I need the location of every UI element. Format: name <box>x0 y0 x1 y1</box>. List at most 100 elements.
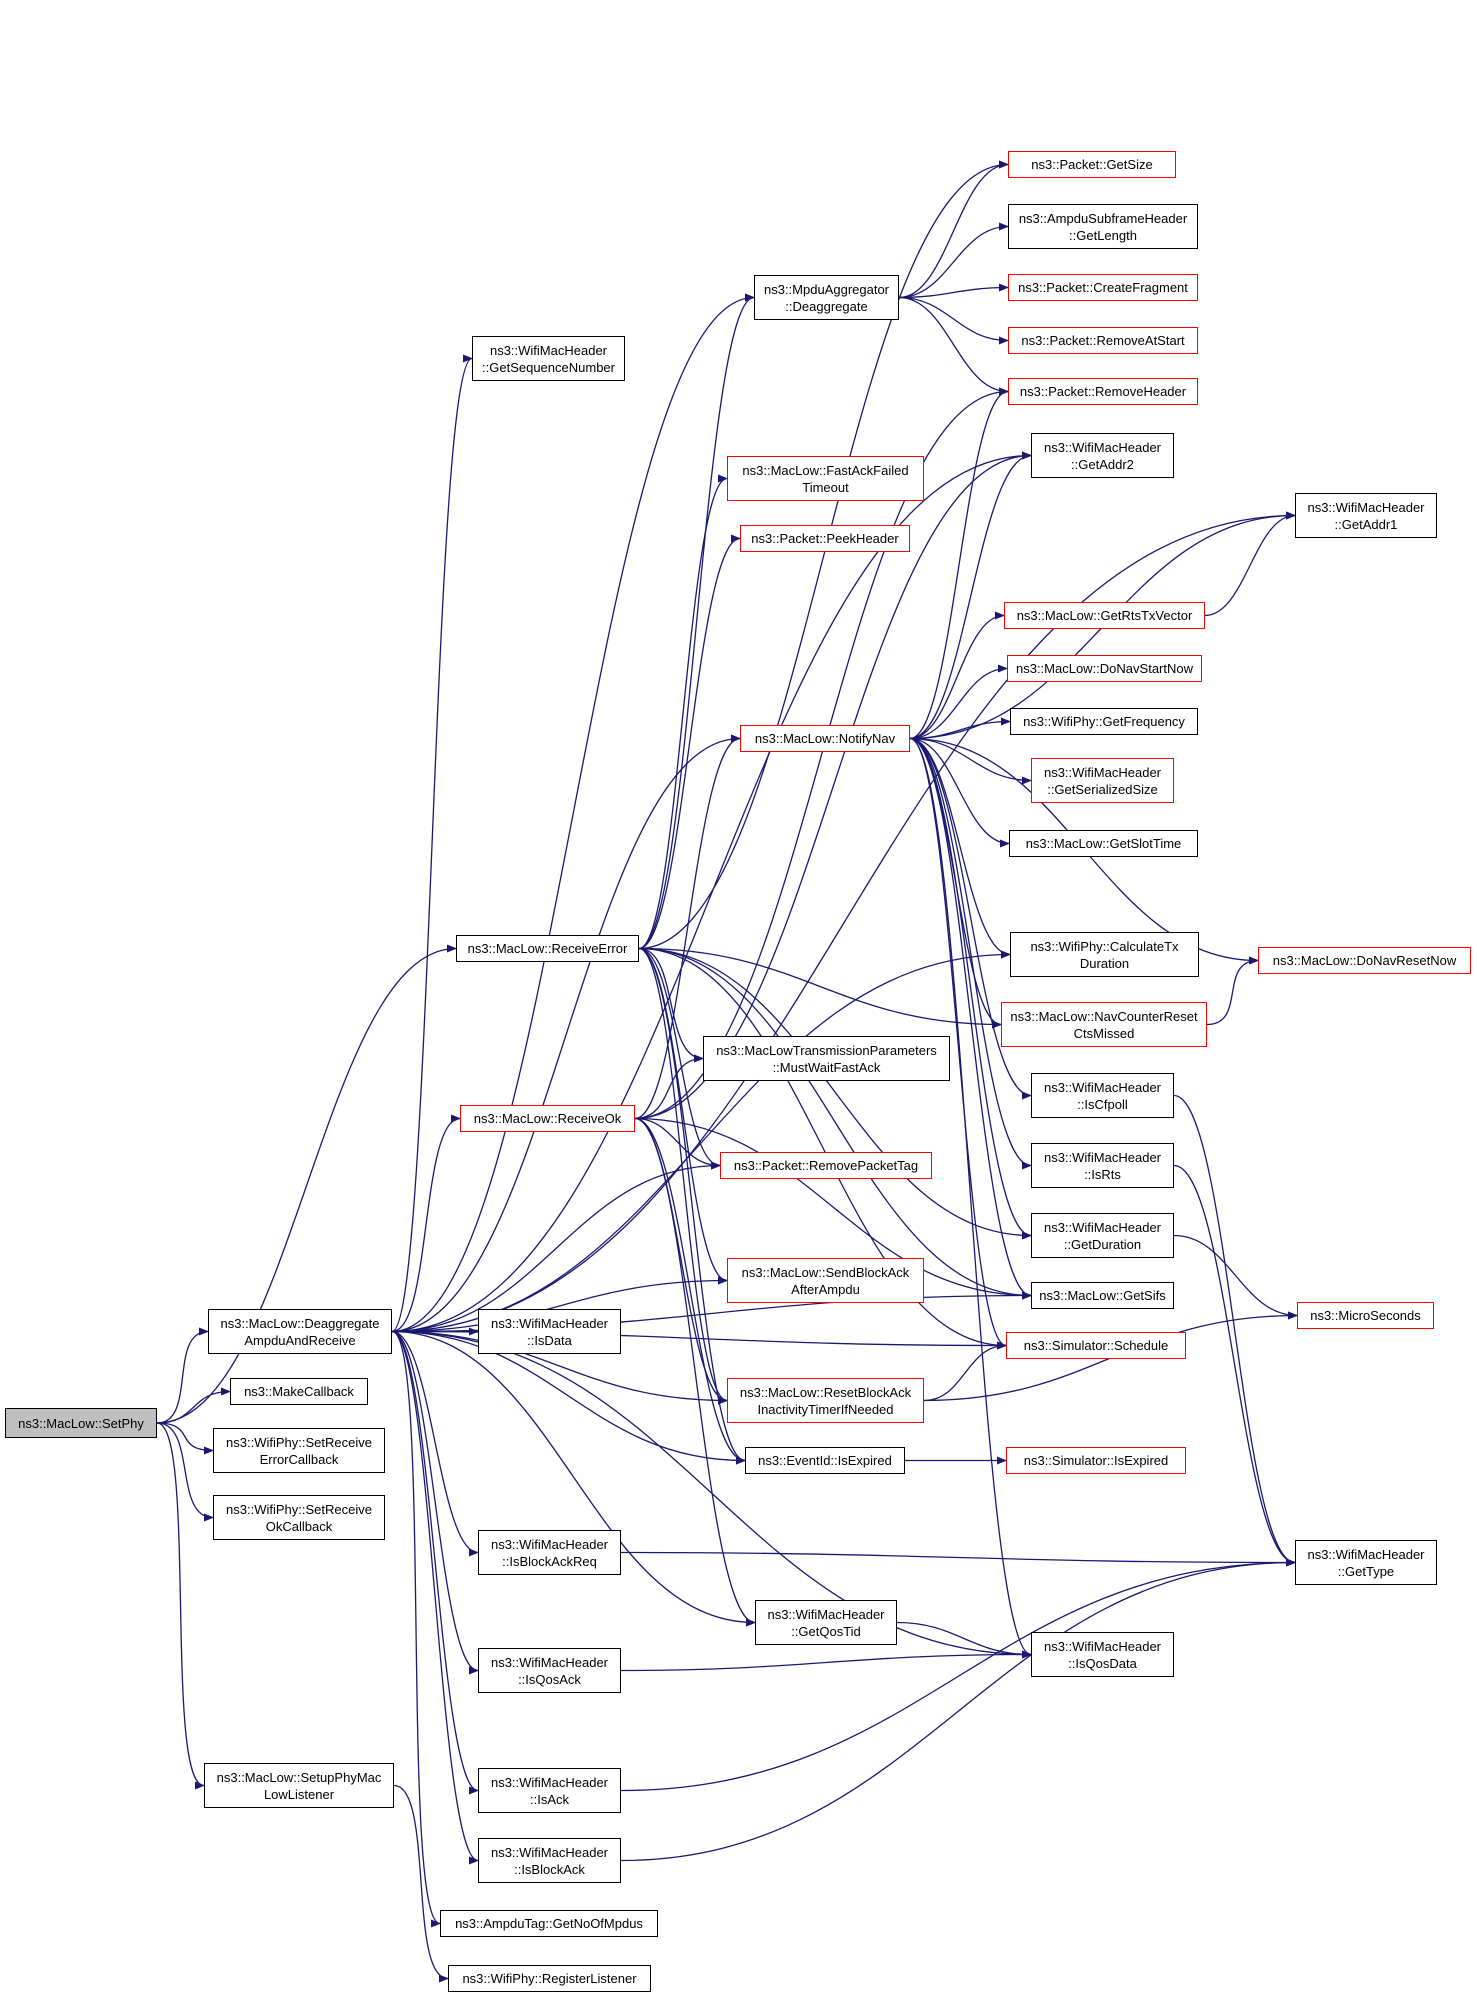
node-register-listener[interactable]: ns3::WifiPhy::RegisterListener <box>448 1965 651 1992</box>
node-get-qos-tid[interactable]: ns3::WifiMacHeader ::GetQosTid <box>755 1600 897 1645</box>
edge-setphy-to-srec <box>156 1422 214 1455</box>
edge-dar-to-mpdudeagg <box>391 293 755 1333</box>
node-must-wait-fast-ack[interactable]: ns3::MacLowTransmissionParameters ::Must… <box>703 1036 950 1081</box>
node-do-nav-start-now[interactable]: ns3::MacLow::DoNavStartNow <box>1007 655 1202 682</box>
edge-notifynav-to-isrts <box>909 737 1032 1170</box>
node-is-ack[interactable]: ns3::WifiMacHeader ::IsAck <box>478 1768 621 1813</box>
edge-notifynav-to-donavstart <box>909 664 1008 740</box>
node-send-block-ack-after-ampdu[interactable]: ns3::MacLow::SendBlockAck AfterAmpdu <box>727 1258 924 1303</box>
node-notify-nav[interactable]: ns3::MacLow::NotifyNav <box>740 725 910 752</box>
edge-recok-to-getaddr2 <box>634 451 1032 1120</box>
node-nav-counter-reset-cts-missed[interactable]: ns3::MacLow::NavCounterReset CtsMissed <box>1001 1002 1207 1047</box>
edge-dar-to-getnompdu <box>391 1330 441 1928</box>
node-remove-header[interactable]: ns3::Packet::RemoveHeader <box>1008 378 1198 405</box>
node-setup-phy-mac-low-listener[interactable]: ns3::MacLow::SetupPhyMac LowListener <box>204 1763 394 1808</box>
node-get-no-of-mpdus[interactable]: ns3::AmpduTag::GetNoOfMpdus <box>440 1910 658 1937</box>
node-set-receive-error-callback[interactable]: ns3::WifiPhy::SetReceive ErrorCallback <box>213 1428 385 1473</box>
node-micro-seconds[interactable]: ns3::MicroSeconds <box>1297 1302 1434 1329</box>
node-get-slot-time[interactable]: ns3::MacLow::GetSlotTime <box>1009 830 1198 857</box>
edge-dar-to-recok <box>391 1114 461 1333</box>
node-create-fragment[interactable]: ns3::Packet::CreateFragment <box>1008 274 1198 301</box>
node-setphy[interactable]: ns3::MacLow::SetPhy <box>5 1408 157 1438</box>
edge-notifynav-to-iscfpoll <box>909 737 1032 1100</box>
node-set-receive-ok-callback[interactable]: ns3::WifiPhy::SetReceive OkCallback <box>213 1495 385 1540</box>
node-get-sequence-number[interactable]: ns3::WifiMacHeader ::GetSequenceNumber <box>472 336 625 381</box>
node-deaggregate-ampdu-and-receive[interactable]: ns3::MacLow::Deaggregate AmpduAndReceive <box>208 1309 392 1354</box>
edge-mpdudeagg-to-getlength <box>898 222 1009 299</box>
node-is-block-ack[interactable]: ns3::WifiMacHeader ::IsBlockAck <box>478 1838 621 1883</box>
edge-recerr-to-simsched <box>638 947 1007 1350</box>
node-get-addr2[interactable]: ns3::WifiMacHeader ::GetAddr2 <box>1031 433 1174 478</box>
node-get-rts-tx-vector[interactable]: ns3::MacLow::GetRtsTxVector <box>1004 602 1205 629</box>
node-remove-packet-tag[interactable]: ns3::Packet::RemovePacketTag <box>720 1152 932 1179</box>
node-get-addr1[interactable]: ns3::WifiMacHeader ::GetAddr1 <box>1295 493 1437 538</box>
edge-resetba-to-simsched <box>923 1341 1007 1402</box>
edge-getdur-to-micro <box>1173 1234 1298 1320</box>
node-mpdu-aggregator-deaggregate[interactable]: ns3::MpduAggregator ::Deaggregate <box>754 275 899 320</box>
edge-setphy-to-makecb <box>156 1387 231 1424</box>
edge-dar-to-sendba <box>391 1276 728 1333</box>
edge-notifynav-to-getfreq <box>909 717 1011 740</box>
node-make-callback[interactable]: ns3::MakeCallback <box>230 1378 368 1405</box>
node-get-sifs[interactable]: ns3::MacLow::GetSifs <box>1031 1282 1174 1309</box>
node-is-rts[interactable]: ns3::WifiMacHeader ::IsRts <box>1031 1143 1174 1188</box>
edge-recok-to-evexp <box>634 1117 746 1465</box>
node-calculate-tx-duration[interactable]: ns3::WifiPhy::CalculateTx Duration <box>1010 932 1199 977</box>
node-do-nav-reset-now[interactable]: ns3::MacLow::DoNavResetNow <box>1258 947 1471 974</box>
edge-recerr-to-rmpkttag <box>638 947 721 1170</box>
node-is-data[interactable]: ns3::WifiMacHeader ::IsData <box>478 1309 621 1354</box>
edge-dar-to-getaddr1 <box>391 511 1296 1333</box>
edge-notifynav-to-isqosdata <box>909 737 1032 1659</box>
edge-recerr-to-getsize <box>638 160 1009 950</box>
edge-notifynav-to-getslot <box>909 737 1010 848</box>
node-get-serialized-size[interactable]: ns3::WifiMacHeader ::GetSerializedSize <box>1031 758 1174 803</box>
edge-setphy-to-sroc <box>156 1422 214 1522</box>
edge-mpdudeagg-to-rmhdr <box>898 296 1009 396</box>
node-get-type[interactable]: ns3::WifiMacHeader ::GetType <box>1295 1540 1437 1585</box>
node-peek-header[interactable]: ns3::Packet::PeekHeader <box>740 525 910 552</box>
edge-dar-to-evexp <box>391 1330 746 1465</box>
node-event-id-is-expired[interactable]: ns3::EventId::IsExpired <box>745 1447 905 1474</box>
edge-isqosack-to-isqosdata <box>620 1650 1032 1672</box>
edge-recok-to-rmhdr <box>634 387 1009 1120</box>
edge-recerr-to-evexp <box>638 947 746 1465</box>
edge-recerr-to-fastack <box>638 474 728 950</box>
node-get-frequency[interactable]: ns3::WifiPhy::GetFrequency <box>1010 708 1198 735</box>
node-is-block-ack-req[interactable]: ns3::WifiMacHeader ::IsBlockAckReq <box>478 1530 621 1575</box>
edge-dar-to-notifynav <box>391 734 741 1333</box>
node-fast-ack-failed-timeout[interactable]: ns3::MacLow::FastAckFailed Timeout <box>727 456 924 501</box>
node-subframe-get-length[interactable]: ns3::AmpduSubframeHeader ::GetLength <box>1008 204 1198 249</box>
edge-dar-to-resetba <box>391 1330 728 1405</box>
node-packet-get-size[interactable]: ns3::Packet::GetSize <box>1008 151 1176 178</box>
node-remove-at-start[interactable]: ns3::Packet::RemoveAtStart <box>1008 327 1198 354</box>
node-receive-ok[interactable]: ns3::MacLow::ReceiveOk <box>460 1105 635 1132</box>
edge-setphy-to-setup <box>156 1422 205 1790</box>
node-receive-error[interactable]: ns3::MacLow::ReceiveError <box>456 935 639 962</box>
edge-mpdudeagg-to-createfrag <box>898 283 1009 299</box>
edge-dar-to-isba <box>391 1330 479 1865</box>
edge-recok-to-notifynav <box>634 734 741 1120</box>
node-simulator-schedule[interactable]: ns3::Simulator::Schedule <box>1006 1332 1186 1359</box>
edge-recerr-to-resetba <box>638 947 728 1405</box>
edge-recerr-to-mpdudeagg <box>638 293 755 950</box>
node-is-qos-data[interactable]: ns3::WifiMacHeader ::IsQosData <box>1031 1632 1174 1677</box>
edge-recerr-to-getdur <box>638 947 1032 1240</box>
edge-recok-to-mustwait <box>634 1054 704 1120</box>
edge-dar-to-isqosdata <box>391 1330 1032 1659</box>
node-reset-block-ack-inactivity-timer[interactable]: ns3::MacLow::ResetBlockAck InactivityTim… <box>727 1378 924 1423</box>
node-simulator-is-expired[interactable]: ns3::Simulator::IsExpired <box>1006 1447 1186 1474</box>
edge-isrts-to-gettype <box>1173 1164 1296 1567</box>
edge-recerr-to-peekhdr <box>638 534 741 950</box>
edge-mpdudeagg-to-rmatstart <box>898 296 1009 345</box>
edge-mpdudeagg-to-getsize <box>898 160 1009 299</box>
edge-recok-to-getqostid <box>634 1117 756 1627</box>
node-get-duration[interactable]: ns3::WifiMacHeader ::GetDuration <box>1031 1213 1174 1258</box>
edge-setup-to-reglis <box>393 1784 449 1983</box>
node-is-qos-ack[interactable]: ns3::WifiMacHeader ::IsQosAck <box>478 1648 621 1693</box>
edge-notifynav-to-getaddr2 <box>909 451 1032 740</box>
edge-isba-to-gettype <box>620 1558 1296 1862</box>
edge-isbar-to-gettype <box>620 1551 1296 1567</box>
edge-dar-to-isbar <box>391 1330 479 1557</box>
node-is-cfpoll[interactable]: ns3::WifiMacHeader ::IsCfpoll <box>1031 1073 1174 1118</box>
edge-setphy-to-dar <box>156 1327 209 1424</box>
